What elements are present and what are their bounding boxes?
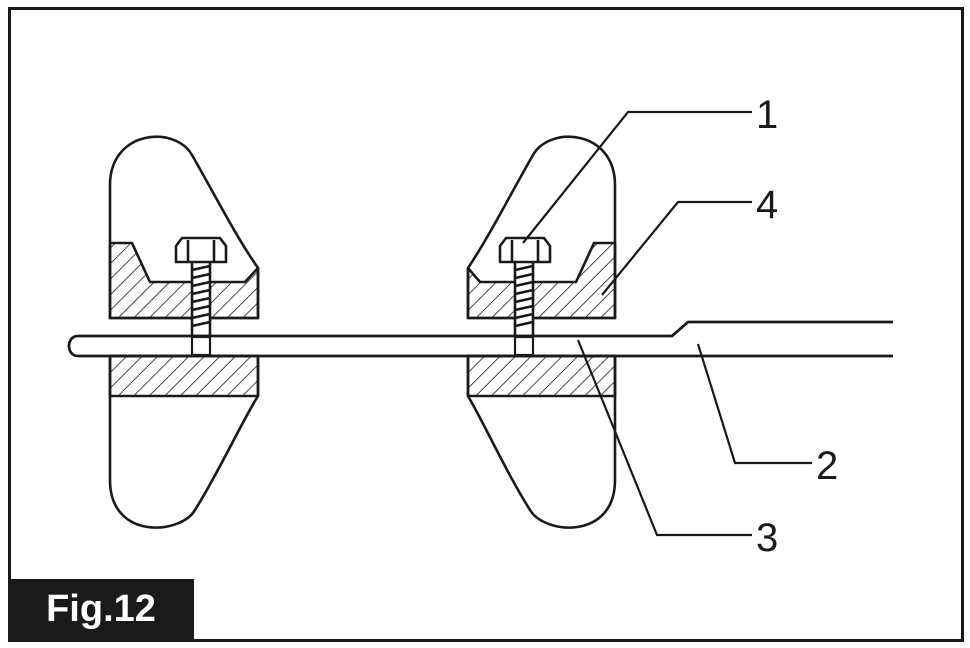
figure-label: Fig.12 — [8, 579, 194, 639]
callout-3: 3 — [756, 516, 778, 560]
left-upper-hatch-block — [108, 241, 260, 320]
right-upper-holder — [466, 135, 617, 320]
right-clamp — [466, 135, 617, 529]
leader-line-2 — [696, 343, 812, 465]
left-clamp — [108, 135, 260, 529]
callout-1: 1 — [756, 93, 778, 137]
right-upper-hatch-block — [466, 241, 617, 320]
leader-line-3 — [576, 339, 752, 537]
right-lower-holder — [466, 354, 617, 529]
left-lower-hatch-block — [108, 354, 260, 398]
left-lower-holder — [108, 354, 260, 529]
leader-line-4 — [601, 200, 752, 296]
callout-2: 2 — [816, 444, 838, 488]
leader-line-1 — [522, 110, 752, 244]
callout-4: 4 — [756, 183, 778, 227]
right-bolt — [498, 236, 552, 338]
